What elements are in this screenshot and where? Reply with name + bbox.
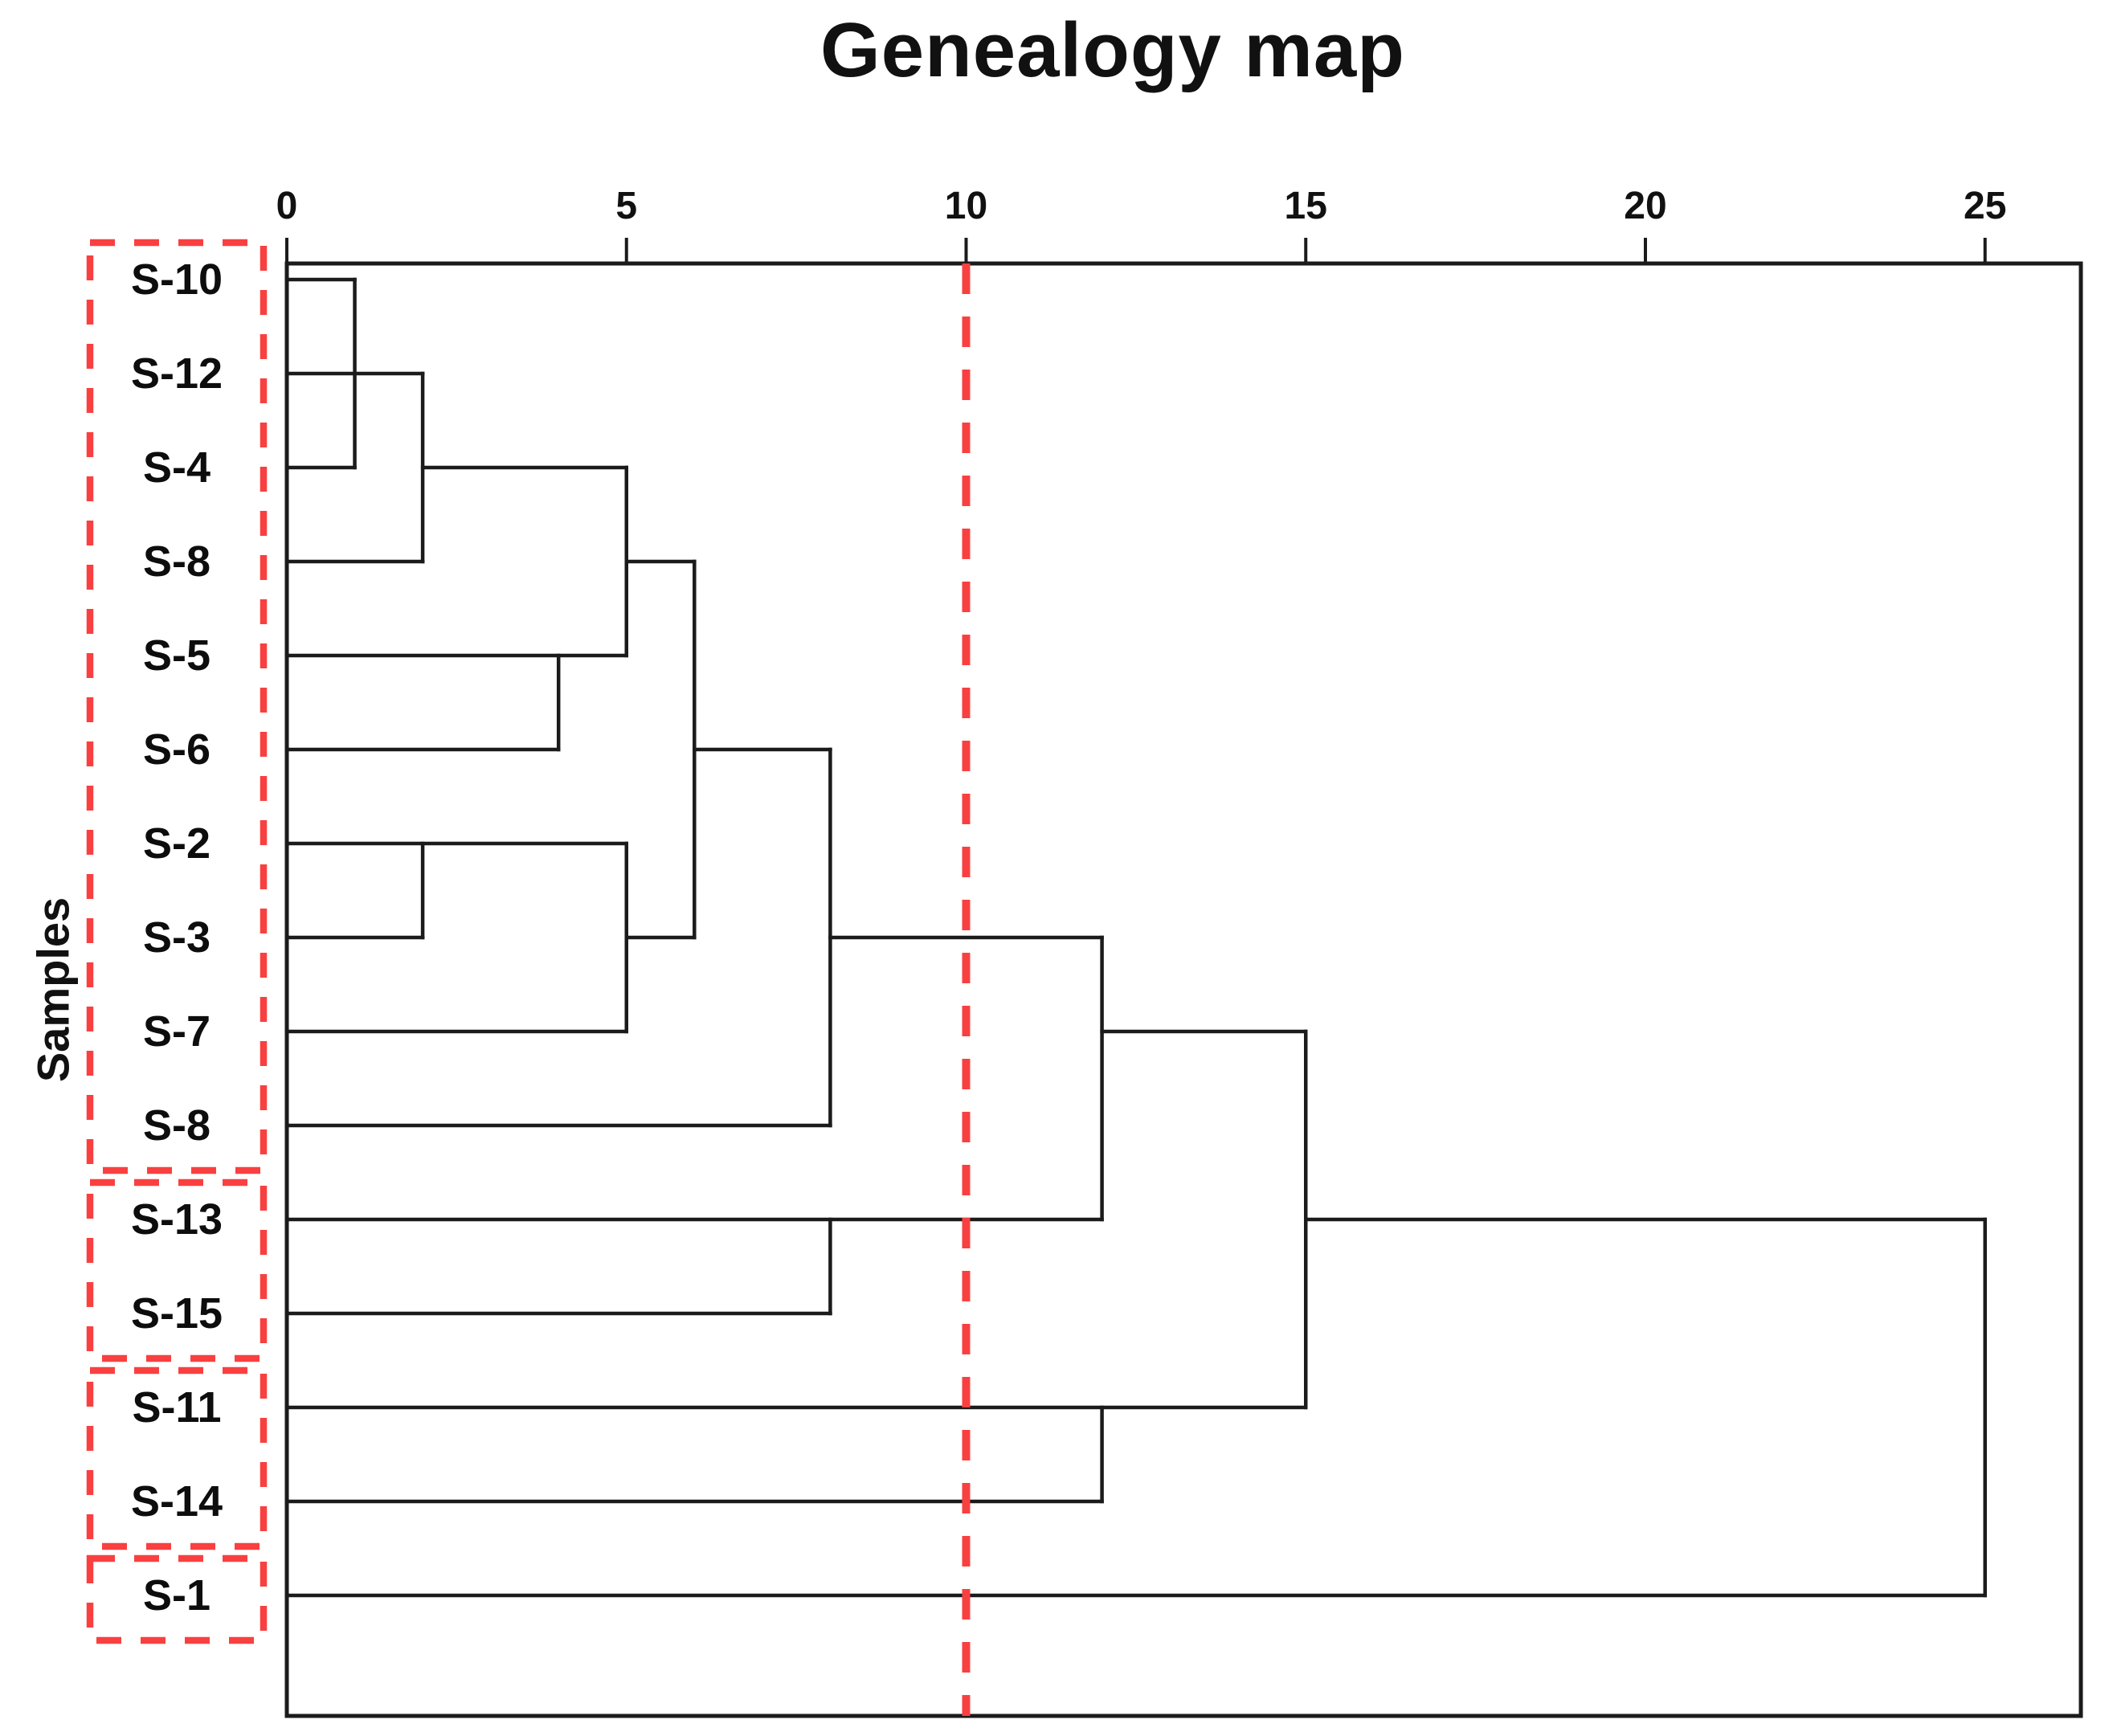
tick-label: 5: [615, 185, 637, 227]
leaf-label: S-10: [131, 255, 223, 304]
leaf-label: S-8: [143, 1101, 210, 1150]
cluster-box: [86, 239, 268, 1174]
leaf-label: S-11: [132, 1383, 221, 1432]
tick-label: 20: [1624, 185, 1666, 227]
leaf-label: S-13: [131, 1195, 223, 1244]
leaf-label: S-1: [143, 1571, 210, 1620]
tick-label: 15: [1285, 185, 1327, 227]
leaf-label: S-14: [131, 1477, 223, 1526]
leaf-label: S-8: [143, 537, 210, 586]
leaf-label: S-2: [143, 819, 210, 868]
leaf-label: S-3: [143, 913, 210, 962]
leaf-label: S-12: [131, 349, 223, 398]
leaf-label: S-15: [131, 1289, 223, 1338]
tick-label: 25: [1964, 185, 2006, 227]
tick-label: 0: [276, 185, 298, 227]
tick-label: 10: [945, 185, 987, 227]
plot-border: [284, 261, 2083, 1718]
leaf-label: S-6: [143, 725, 210, 774]
leaf-label: S-5: [143, 631, 210, 680]
leaf-label: S-4: [143, 443, 210, 492]
chart-title: Genealogy map: [820, 7, 1405, 93]
leaf-label: S-7: [143, 1007, 210, 1056]
